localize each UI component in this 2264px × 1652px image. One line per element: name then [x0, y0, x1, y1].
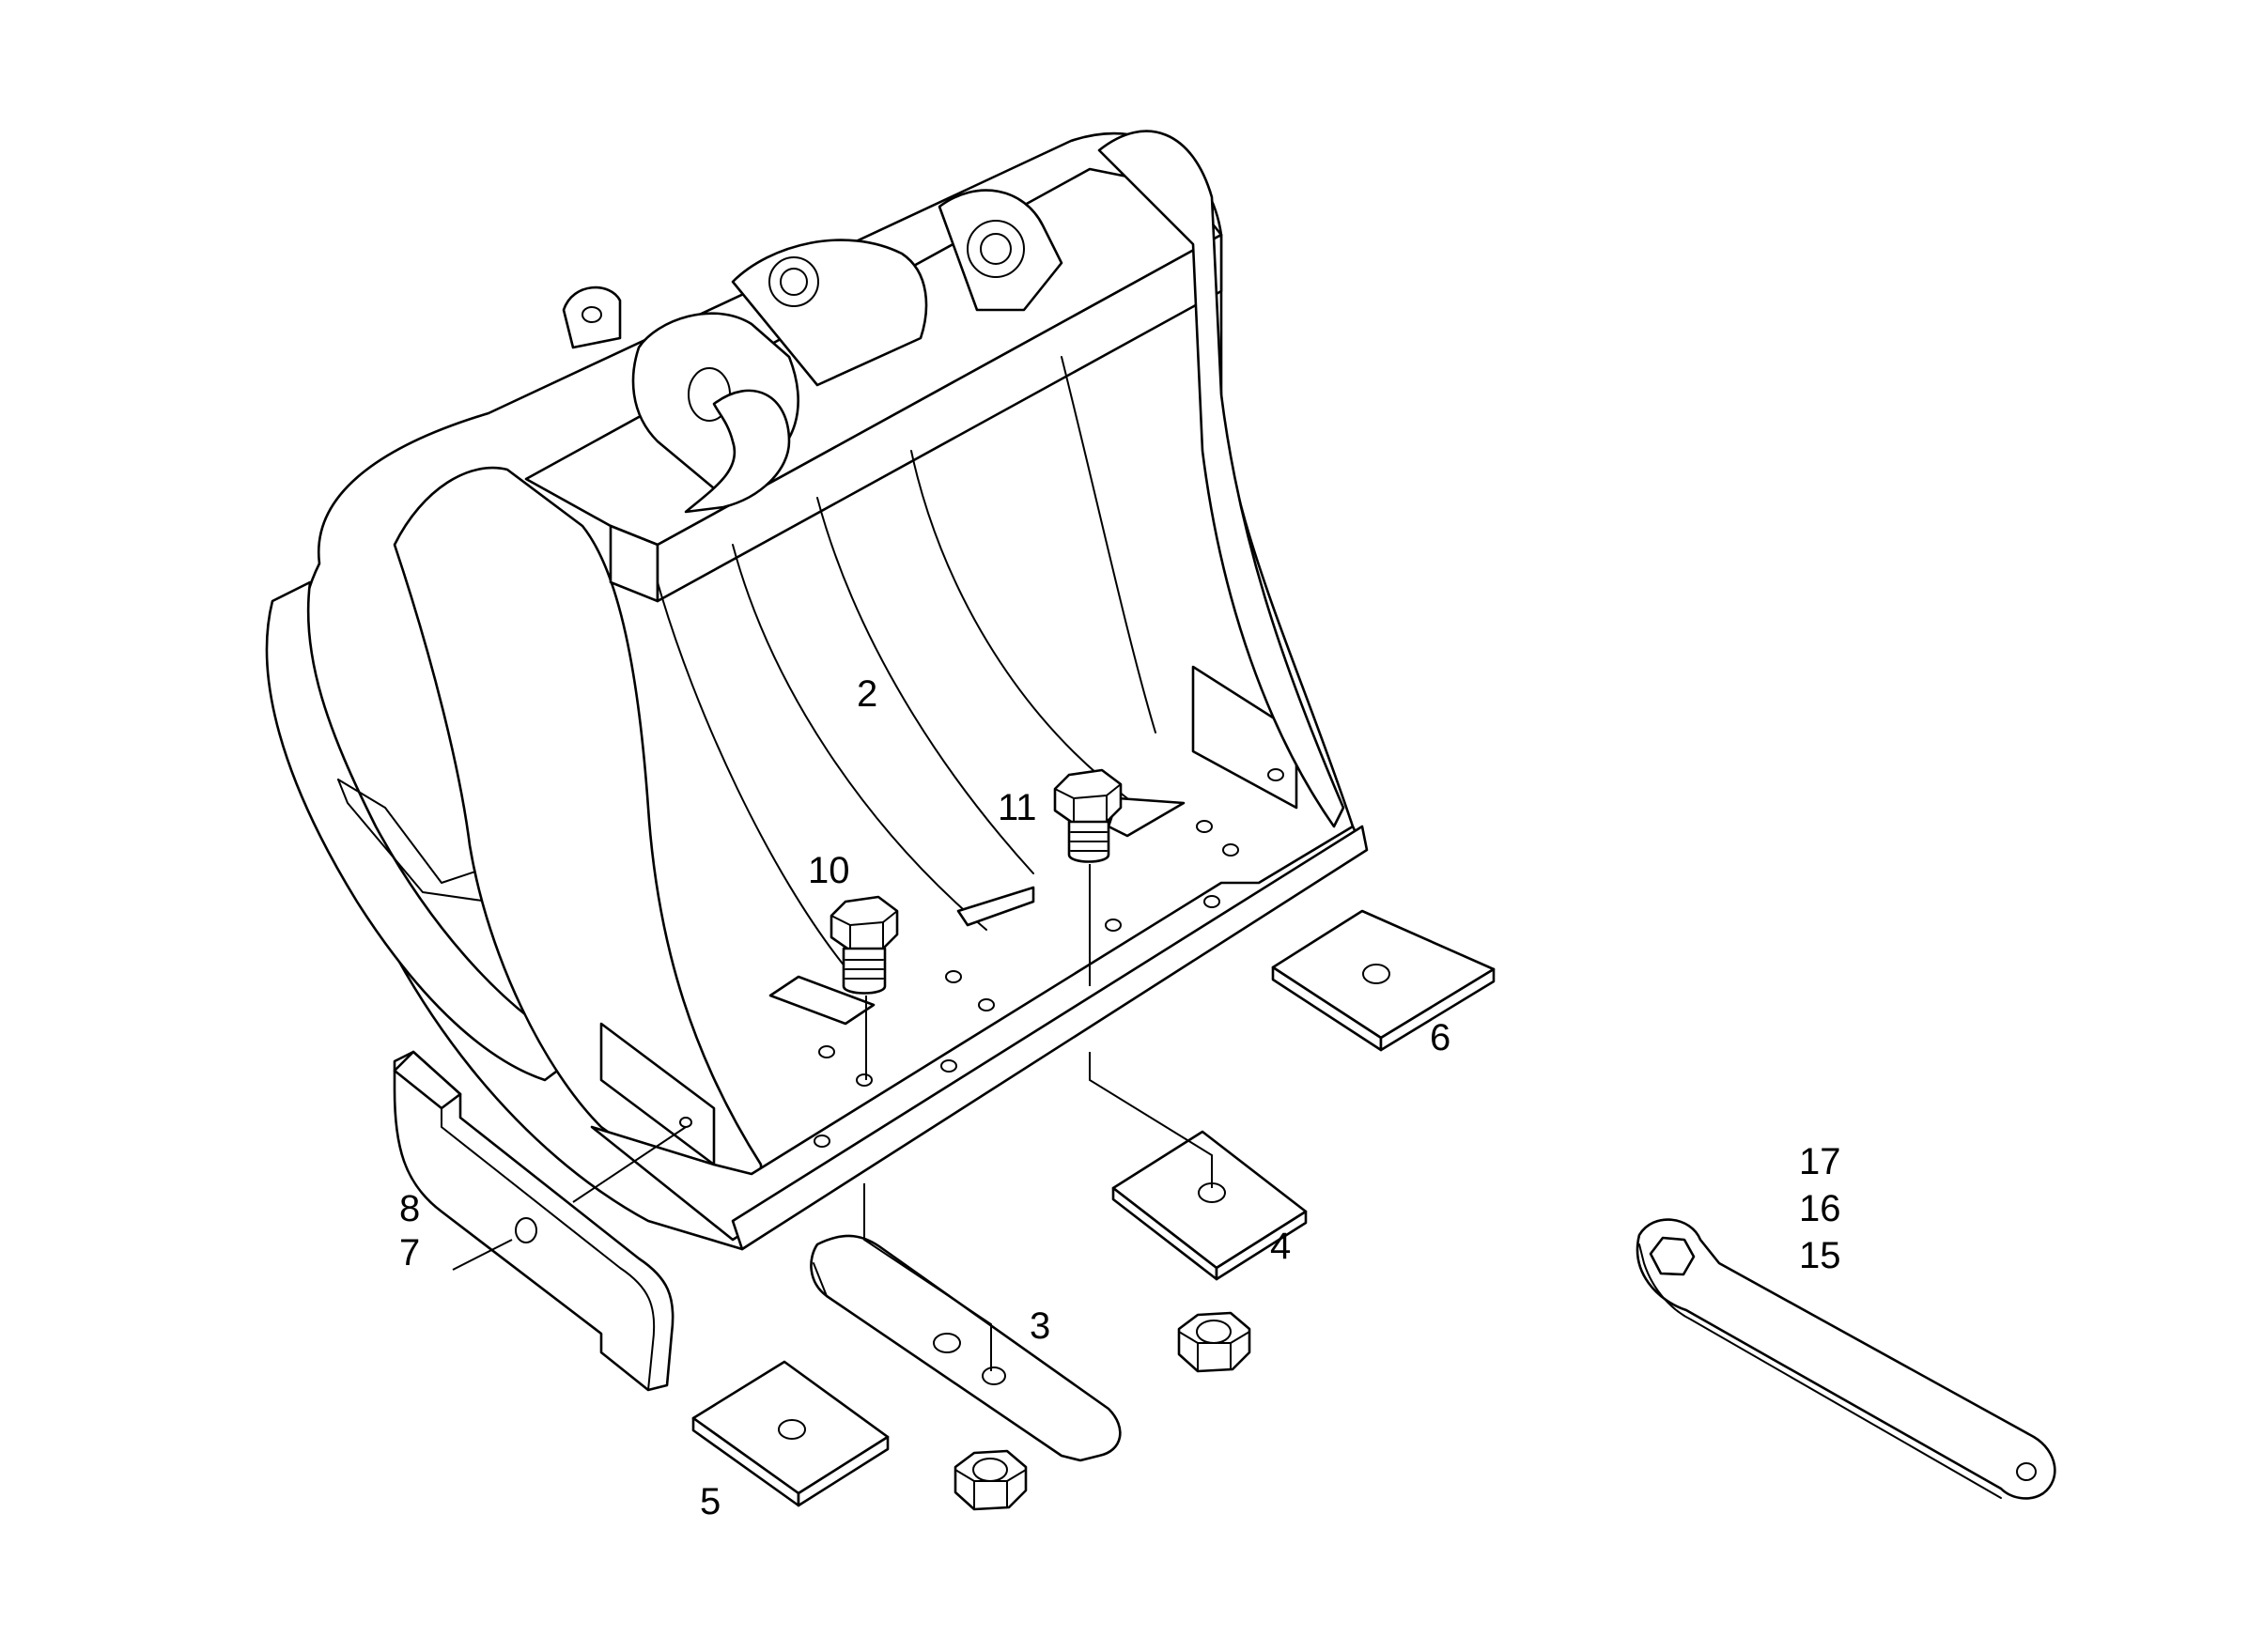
wrench-15-16-17 — [1636, 1218, 2056, 1500]
nut-lower — [954, 1449, 1028, 1511]
bolt-11 — [1053, 768, 1123, 986]
callout-5: 5 — [700, 1481, 721, 1522]
callout-16: 16 — [1799, 1188, 1841, 1229]
callout-8: 8 — [399, 1188, 420, 1229]
square-plate-5 — [691, 1360, 890, 1507]
callout-17: 17 — [1799, 1141, 1841, 1182]
callout-6: 6 — [1430, 1017, 1450, 1058]
callout-11: 11 — [998, 787, 1037, 828]
bucket-assembly — [265, 130, 1369, 1251]
plate-3 — [810, 1183, 1122, 1462]
side-cutter-7-8 — [393, 1050, 692, 1392]
callout-10: 10 — [808, 850, 850, 891]
callout-labels: 2 11 10 6 8 7 4 3 5 17 16 15 — [399, 673, 1841, 1522]
nut-upper — [1177, 1311, 1251, 1373]
callout-7: 7 — [399, 1232, 420, 1274]
callout-4: 4 — [1270, 1226, 1291, 1267]
square-plate-6 — [1271, 909, 1496, 1052]
callout-2: 2 — [857, 673, 877, 715]
bottom-plate-holes — [814, 768, 1284, 1148]
callout-3: 3 — [1030, 1305, 1050, 1347]
bolt-10 — [830, 895, 899, 1080]
square-plate-4 — [1089, 1052, 1308, 1281]
callout-15: 15 — [1799, 1235, 1841, 1276]
